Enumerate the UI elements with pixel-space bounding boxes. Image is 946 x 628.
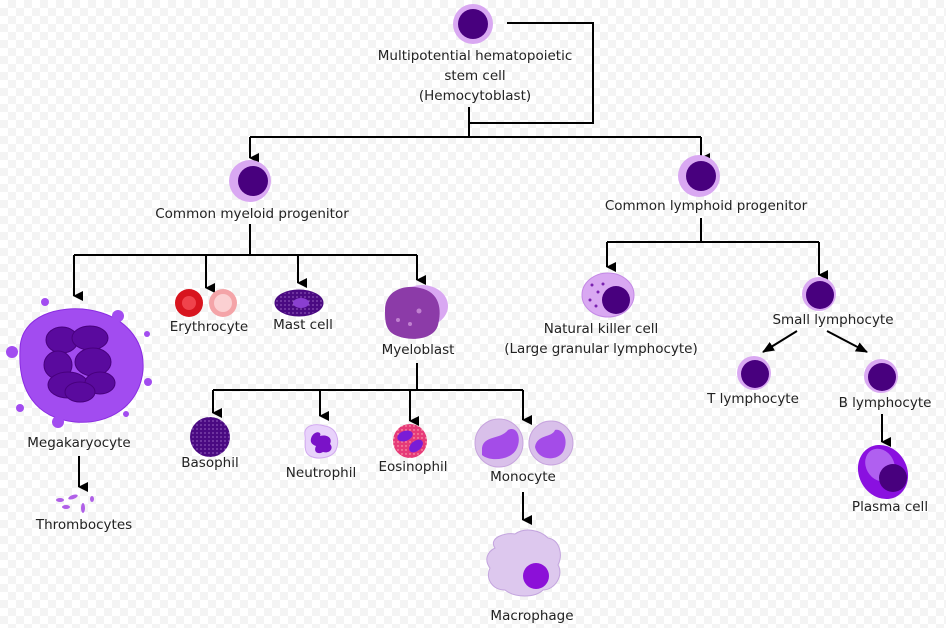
stem-cell-icon — [453, 4, 493, 44]
stem-cell-label-line2: stem cell — [444, 68, 506, 84]
lymphoid-split-line — [607, 218, 819, 243]
t-lymphocyte-icon — [737, 356, 771, 390]
myeloblast-icon — [385, 285, 448, 339]
lymphoid-progenitor-label: Common lymphoid progenitor — [604, 198, 808, 214]
myeloid-progenitor-label: Common myeloid progenitor — [155, 206, 349, 222]
basophil-label: Basophil — [181, 455, 239, 471]
monocyte-label: Monocyte — [490, 469, 556, 485]
arrow-to-t-lymph — [762, 330, 798, 353]
macrophage-icon — [486, 529, 561, 597]
mast-cell-label: Mast cell — [273, 317, 333, 333]
nk-cell-icon — [581, 272, 635, 318]
basophil-icon — [190, 417, 230, 457]
erythrocyte-icon — [175, 289, 237, 317]
erythrocyte-label: Erythrocyte — [169, 319, 249, 335]
stem-cell-label: Multipotential hematopoietic stem cell (… — [378, 46, 573, 106]
megakaryocyte-icon — [6, 298, 152, 428]
stem-cell-label-line1: Multipotential hematopoietic — [377, 48, 573, 64]
stem-cell-label-line3: (Hemocytoblast) — [418, 88, 532, 104]
plasma-cell-icon — [857, 444, 909, 500]
eosinophil-icon — [393, 424, 427, 458]
nk-cell-label-line1: Natural killer cell — [543, 321, 659, 337]
b-lymphocyte-label: B lymphocyte — [838, 395, 932, 411]
neutrophil-label: Neutrophil — [285, 465, 357, 481]
myeloid-progenitor-icon — [229, 160, 271, 202]
arrow-to-b-lymph — [826, 330, 868, 353]
small-lymphocyte-label: Small lymphocyte — [772, 312, 894, 328]
plasma-cell-label: Plasma cell — [851, 499, 929, 515]
myeloblast-split-line — [213, 363, 523, 391]
lymphoid-progenitor-icon — [678, 155, 720, 197]
thrombocytes-icon — [56, 494, 94, 513]
thrombocytes-label: Thrombocytes — [35, 517, 133, 533]
connector-lines — [73, 22, 891, 525]
nk-cell-label-line2: (Large granular lymphocyte) — [504, 341, 698, 357]
macrophage-label: Macrophage — [490, 608, 574, 624]
monocyte-icon — [474, 418, 574, 468]
small-lymphocyte-icon — [802, 277, 836, 311]
megakaryocyte-label: Megakaryocyte — [27, 435, 131, 451]
neutrophil-icon — [304, 424, 339, 459]
t-lymphocyte-label: T lymphocyte — [707, 391, 799, 407]
nk-cell-label: Natural killer cell (Large granular lymp… — [504, 319, 697, 359]
b-lymphocyte-icon — [864, 359, 898, 393]
myeloid-split-line — [74, 224, 417, 256]
stem-self-renewal-loop — [468, 22, 594, 124]
myeloblast-label: Myeloblast — [381, 342, 455, 358]
eosinophil-label: Eosinophil — [378, 459, 448, 475]
mast-cell-icon — [274, 289, 324, 317]
